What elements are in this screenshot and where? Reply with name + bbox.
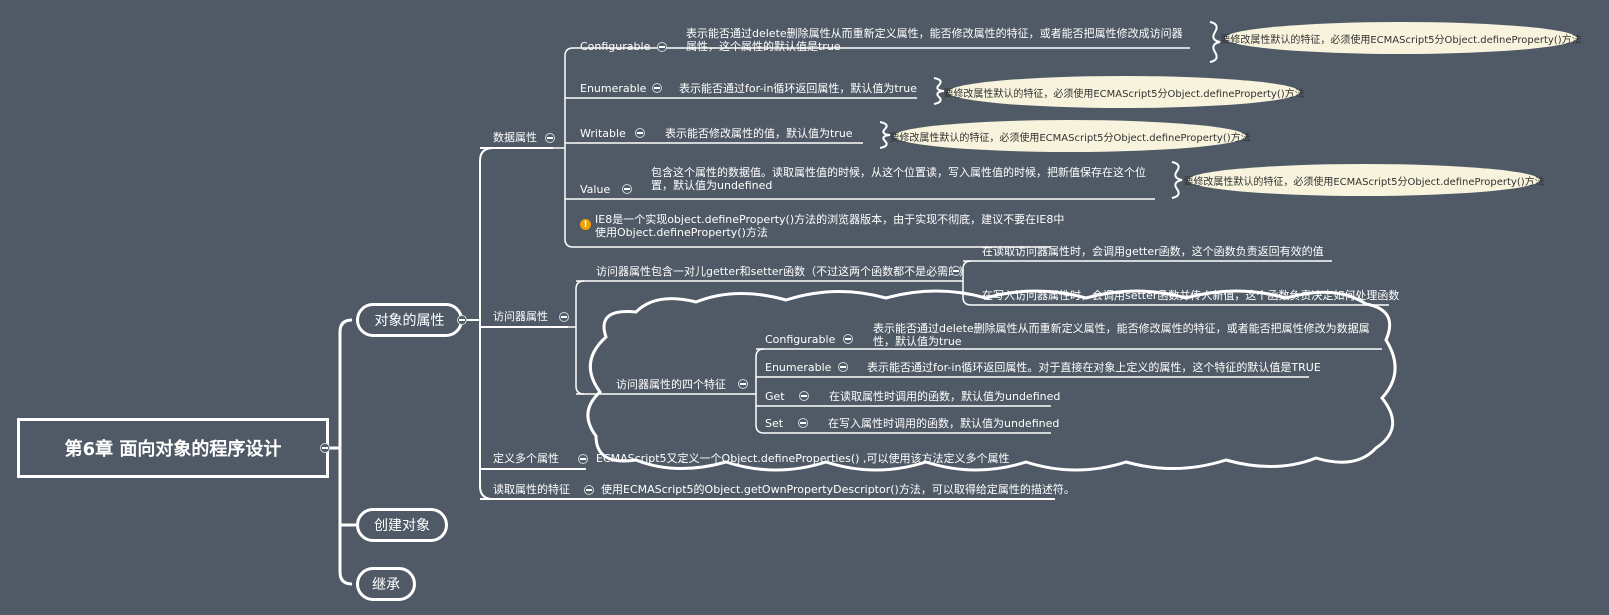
accessor-configurable[interactable]: Configurable bbox=[765, 333, 836, 346]
data-enumerable-desc[interactable]: 表示能否通过for-in循环返回属性，默认值为true bbox=[679, 82, 917, 95]
read-attributes-desc[interactable]: 使用ECMAScript5的Object.getOwnPropertyDescr… bbox=[601, 483, 1075, 496]
collapse-icon[interactable] bbox=[559, 312, 569, 322]
collapse-icon[interactable] bbox=[657, 42, 667, 52]
accessor-enumerable[interactable]: Enumerable bbox=[765, 361, 832, 374]
collapse-icon[interactable] bbox=[799, 391, 809, 401]
data-configurable-desc[interactable]: 表示能否通过delete删除属性从而重新定义属性，能否修改属性的特征，或者能否把… bbox=[686, 27, 1183, 53]
callout-bubble[interactable]: 要修改属性默认的特征，必须使用ECMAScript5分Object.define… bbox=[889, 120, 1251, 152]
collapse-icon[interactable] bbox=[951, 266, 961, 276]
root-title: 第6章 面向对象的程序设计 bbox=[64, 439, 282, 460]
data-configurable[interactable]: Configurable bbox=[580, 40, 651, 53]
warning-icon: ! bbox=[580, 219, 591, 230]
topic-inheritance[interactable]: 继承 bbox=[356, 567, 416, 601]
topic-data-properties[interactable]: 数据属性 bbox=[493, 131, 537, 144]
root-topic[interactable]: 第6章 面向对象的程序设计 bbox=[17, 418, 329, 478]
data-writable[interactable]: Writable bbox=[580, 127, 626, 140]
accessor-four-features[interactable]: 访问器属性的四个特征 bbox=[616, 378, 726, 391]
define-multiple-desc[interactable]: ECMAScript5又定义一个Object.defineProperties(… bbox=[596, 452, 1010, 465]
collapse-icon[interactable] bbox=[622, 184, 632, 194]
collapse-icon[interactable] bbox=[843, 334, 853, 344]
collapse-icon[interactable] bbox=[545, 133, 555, 143]
topic-label: 创建对象 bbox=[374, 518, 430, 534]
accessor-get[interactable]: Get bbox=[765, 390, 785, 403]
topic-object-properties[interactable]: 对象的属性 bbox=[356, 303, 463, 337]
topic-read-attributes[interactable]: 读取属性的特征 bbox=[493, 483, 570, 496]
ie8-note[interactable]: IE8是一个实现object.defineProperty()方法的浏览器版本，… bbox=[595, 213, 1065, 239]
collapse-icon[interactable] bbox=[738, 379, 748, 389]
data-value[interactable]: Value bbox=[580, 183, 611, 196]
callout-text: 要修改属性默认的特征，必须使用ECMAScript5分Object.define… bbox=[889, 132, 1251, 144]
data-writable-desc[interactable]: 表示能否修改属性的值，默认值为true bbox=[665, 127, 853, 140]
callout-bubble[interactable]: 要修改属性默认的特征，必须使用ECMAScript5分Object.define… bbox=[943, 76, 1305, 108]
accessor-write-desc[interactable]: 在写入访问器属性时，会调用setter函数并传人新值，这个函数负责决定如何处理函… bbox=[982, 289, 1400, 302]
accessor-set[interactable]: Set bbox=[765, 417, 784, 430]
accessor-configurable-desc[interactable]: 表示能否通过delete删除属性从而重新定义属性，能否修改属性的特征，或者能否把… bbox=[873, 322, 1370, 348]
topic-define-multiple[interactable]: 定义多个属性 bbox=[493, 452, 559, 465]
accessor-get-desc[interactable]: 在读取属性时调用的函数，默认值为undefined bbox=[829, 390, 1061, 403]
collapse-icon[interactable] bbox=[635, 128, 645, 138]
collapse-icon[interactable] bbox=[320, 443, 330, 453]
accessor-set-desc[interactable]: 在写入属性时调用的函数，默认值为undefined bbox=[828, 417, 1060, 430]
collapse-icon[interactable] bbox=[652, 83, 662, 93]
collapse-icon[interactable] bbox=[838, 362, 848, 372]
topic-create-object[interactable]: 创建对象 bbox=[356, 508, 448, 542]
collapse-icon[interactable] bbox=[578, 454, 588, 464]
topic-accessor-properties[interactable]: 访问器属性 bbox=[493, 310, 548, 323]
callout-bubble[interactable]: 要修改属性默认的特征，必须使用ECMAScript5分Object.define… bbox=[1183, 164, 1545, 196]
collapse-icon[interactable] bbox=[457, 315, 467, 325]
collapse-icon[interactable] bbox=[798, 418, 808, 428]
callout-text: 要修改属性默认的特征，必须使用ECMAScript5分Object.define… bbox=[1183, 176, 1545, 188]
topic-label: 对象的属性 bbox=[374, 313, 445, 329]
callout-bubble[interactable]: 要修改属性默认的特征，必须使用ECMAScript5分Object.define… bbox=[1220, 22, 1582, 54]
collapse-icon[interactable] bbox=[584, 485, 594, 495]
callout-text: 要修改属性默认的特征，必须使用ECMAScript5分Object.define… bbox=[943, 88, 1305, 100]
accessor-enumerable-desc[interactable]: 表示能否通过for-in循环返回属性。对于直接在对象上定义的属性，这个特征的默认… bbox=[867, 361, 1321, 374]
accessor-getter-setter[interactable]: 访问器属性包含一对儿getter和setter函数（不过这两个函数都不是必需的） bbox=[596, 265, 971, 278]
callout-text: 要修改属性默认的特征，必须使用ECMAScript5分Object.define… bbox=[1220, 34, 1582, 46]
accessor-read-desc[interactable]: 在读取访问器属性时，会调用getter函数，这个函数负责返回有效的值 bbox=[982, 245, 1324, 258]
data-enumerable[interactable]: Enumerable bbox=[580, 82, 647, 95]
topic-label: 继承 bbox=[372, 577, 400, 593]
data-value-desc[interactable]: 包含这个属性的数据值。读取属性值的时候，从这个位置读，写入属性值的时候，把新值保… bbox=[651, 166, 1146, 192]
